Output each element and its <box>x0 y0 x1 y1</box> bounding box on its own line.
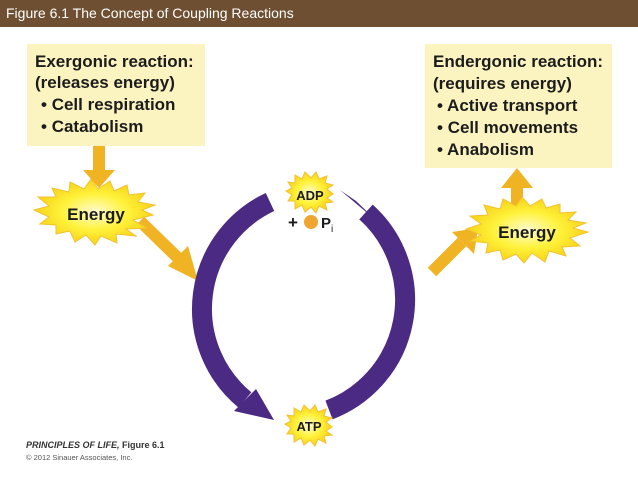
phosphate-group: + Pi <box>288 213 333 235</box>
book-credit: PRINCIPLES OF LIFE, Figure 6.1 <box>26 440 165 450</box>
phosphate-dot <box>304 215 318 229</box>
cycle-arrow-up <box>325 190 416 420</box>
endergonic-subheading: (requires energy) <box>433 74 572 93</box>
down-arrow-left <box>83 146 115 188</box>
energy-burst-left: Energy <box>32 178 157 246</box>
atp-starburst <box>284 404 334 447</box>
endergonic-item-label: Cell movements <box>447 118 579 137</box>
exergonic-item: • Cell respiration <box>41 95 175 115</box>
exergonic-heading: Exergonic reaction: <box>35 52 194 71</box>
bullet: • <box>41 117 47 136</box>
endergonic-heading: Endergonic reaction: <box>433 52 604 71</box>
starburst-shape <box>464 196 590 264</box>
bullet: • <box>437 96 443 115</box>
endergonic-item-label: Anabolism <box>447 140 534 159</box>
bullet: • <box>41 95 47 114</box>
endergonic-box: Endergonic reaction: (requires energy) •… <box>425 44 612 168</box>
bullet: • <box>437 140 443 159</box>
exergonic-item: • Catabolism <box>41 117 143 137</box>
pi-label: Pi <box>321 215 333 235</box>
adp-badge: ADP <box>285 171 335 214</box>
copyright: © 2012 Sinauer Associates, Inc. <box>26 453 133 462</box>
plus-sign: + <box>288 213 298 232</box>
exergonic-box: Exergonic reaction: (releases energy) • … <box>27 44 205 146</box>
endergonic-item: • Cell movements <box>437 118 578 138</box>
energy-out-arrow <box>427 228 478 277</box>
bullet: • <box>437 118 443 137</box>
energy-label: Energy <box>67 205 125 224</box>
adp-label: ADP <box>296 188 324 203</box>
atp-badge: ATP <box>284 404 334 447</box>
figure-title: Figure 6.1 The Concept of Coupling React… <box>0 0 638 27</box>
endergonic-item: • Active transport <box>437 96 577 116</box>
endergonic-item: • Anabolism <box>437 140 534 160</box>
energy-in-arrow <box>135 216 198 281</box>
energy-label: Energy <box>498 223 556 242</box>
endergonic-item-label: Active transport <box>447 96 578 115</box>
exergonic-subheading: (releases energy) <box>35 73 175 92</box>
cycle-arrow-down <box>191 192 275 420</box>
exergonic-item-label: Catabolism <box>51 117 144 136</box>
starburst-shape <box>32 178 157 246</box>
energy-burst-right: Energy <box>464 196 590 264</box>
book-title: PRINCIPLES OF LIFE, <box>26 440 120 450</box>
pi-subscript: i <box>331 224 333 235</box>
exergonic-item-label: Cell respiration <box>51 95 176 114</box>
atp-label: ATP <box>296 419 321 434</box>
adp-starburst <box>285 171 335 214</box>
pi-symbol: P <box>321 215 331 232</box>
figure-number: Figure 6.1 <box>122 440 165 450</box>
